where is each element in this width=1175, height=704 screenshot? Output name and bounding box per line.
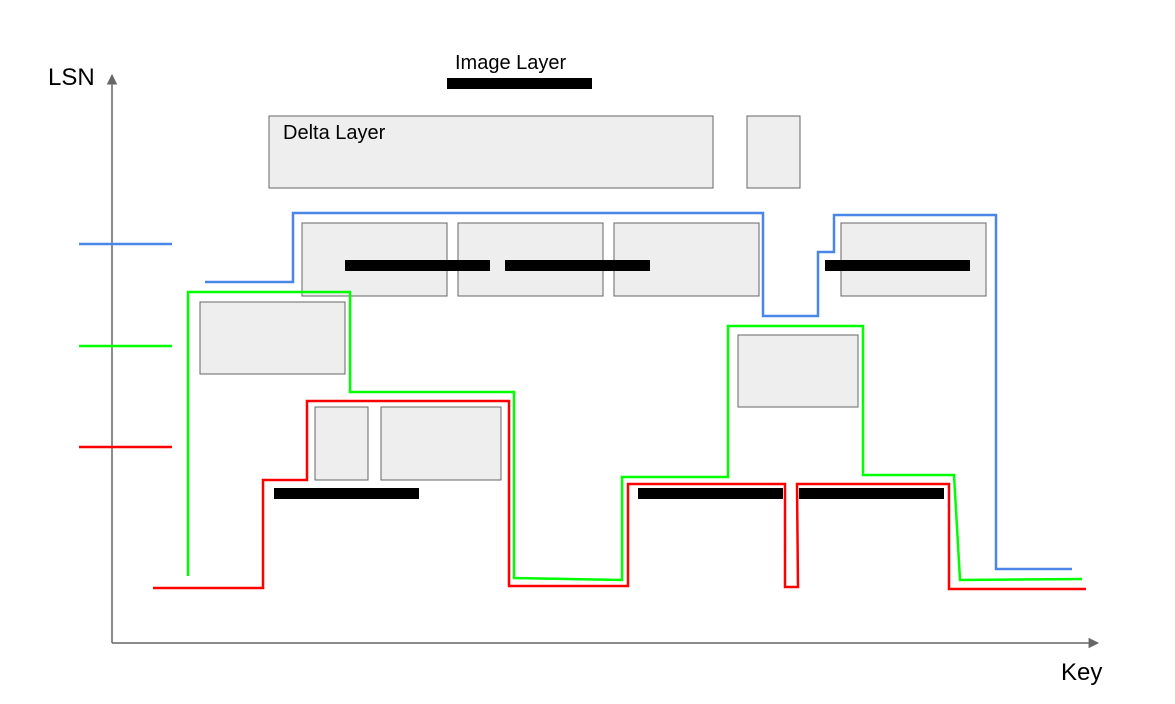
image-layer-bar [274, 488, 419, 499]
delta-layer [737, 334, 859, 408]
search-path-blue [205, 211, 1072, 571]
delta-layer [380, 406, 502, 481]
image-layer-bar [825, 260, 970, 271]
delta-layer [301, 222, 448, 297]
image-layer-bar [799, 488, 944, 499]
search-path-green [186, 290, 1083, 582]
x-axis-label: Key [1061, 659, 1103, 686]
y-axis-label: LSN [48, 64, 95, 91]
image-layer-bar [505, 260, 650, 271]
image-layer-label: Image Layer [455, 52, 567, 74]
delta-layer-small-top [746, 115, 801, 189]
image-layer-bar [345, 260, 490, 271]
image-layer-bar [638, 488, 783, 499]
delta-layer [840, 222, 987, 297]
search-path-red [153, 399, 1086, 591]
image-layer-legend-bar [447, 78, 592, 89]
delta-layer-label: Delta Layer [283, 122, 386, 144]
image-layers [274, 260, 970, 499]
delta-layer [199, 301, 346, 375]
delta-layer [457, 222, 604, 297]
delta-layer-large-top [268, 115, 714, 189]
delta-layers [199, 115, 987, 481]
delta-layer [613, 222, 760, 297]
delta-layer [314, 406, 369, 481]
